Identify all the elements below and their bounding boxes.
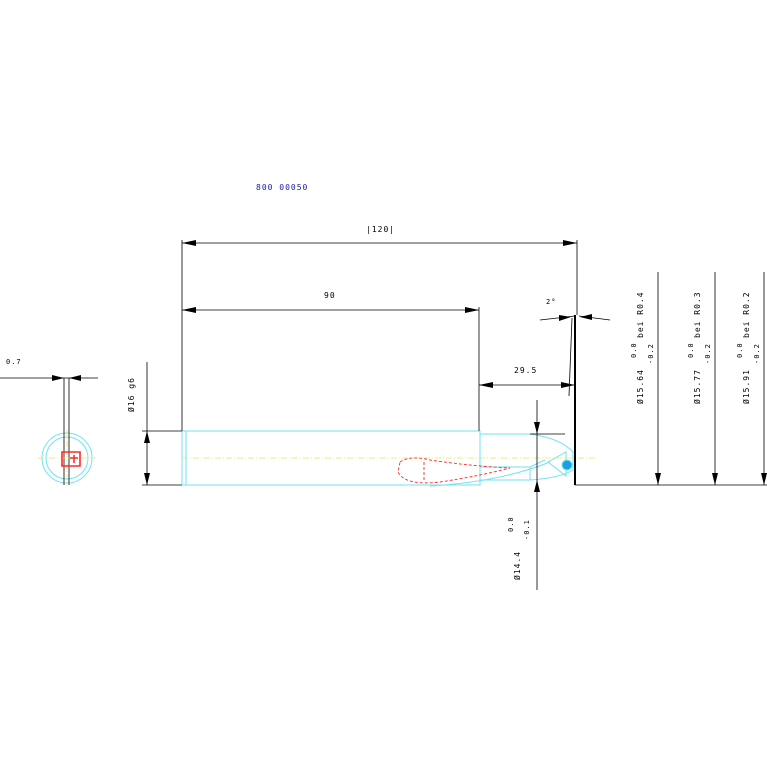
callout-tol-lower: -0.2 (753, 343, 761, 364)
callout-tol-lower: -0.2 (704, 343, 712, 364)
end-view-arrow-left (52, 375, 64, 381)
callout-tol-upper: 0.0 (687, 342, 695, 358)
shank-length-label: 90 (324, 291, 336, 300)
callout-note: bei R0.2 (742, 291, 751, 338)
callout-arrow (655, 473, 661, 485)
angle-leader-left (539, 315, 576, 321)
neck-dia-arrow-top (534, 422, 540, 434)
shank-length-arrow-right (465, 307, 479, 313)
overall-length-arrow-right (563, 240, 577, 246)
angle-arrow-right (580, 314, 592, 320)
callout-diameter: Ø15.64 (635, 369, 645, 404)
callout-note: bei R0.3 (693, 291, 702, 338)
callout-tol-lower: -0.2 (647, 343, 655, 364)
callout-tol-upper: 0.0 (736, 342, 744, 358)
end-view-arrow-right (69, 375, 81, 381)
neck-flute-curve (429, 461, 551, 487)
neck-diameter-label: Ø14.4 (512, 551, 522, 580)
radius-callout-1: Ø15.64 0.0 -0.2 bei R0.4 (630, 272, 661, 485)
callout-diameter: Ø15.77 (692, 369, 702, 404)
angle-ref-line (568, 317, 573, 397)
end-view: 0.7 (0, 358, 98, 486)
callout-diameter: Ø15.91 (741, 369, 751, 404)
ball-tip-icon (561, 459, 573, 471)
dimensions: |120| 90 29.5 2° Ø16 g6 Ø14.4 0.0 -0. (126, 225, 767, 590)
shank-dia-arrow-top (144, 431, 150, 443)
overall-length-label: |120| (366, 225, 395, 234)
callout-arrow (712, 473, 718, 485)
side-view (181, 315, 767, 487)
neck-tol-lower: -0.1 (523, 519, 531, 540)
tip-length-arrow-right (561, 382, 575, 388)
tip-length-arrow-left (479, 382, 493, 388)
overall-length-arrow-left (182, 240, 196, 246)
hidden-flute (397, 457, 511, 484)
end-view-hidden-cut (61, 451, 81, 467)
end-view-hidden-mark (70, 455, 78, 463)
neck-dia-arrow-bottom (534, 480, 540, 492)
radius-callout-2: Ø15.77 0.0 -0.2 bei R0.3 (687, 272, 718, 485)
tip-length-label: 29.5 (514, 366, 537, 375)
shank-length-arrow-left (182, 307, 196, 313)
callout-tol-upper: 0.0 (630, 342, 638, 358)
shank-dia-arrow-bottom (144, 473, 150, 485)
angle-arrow-left (559, 315, 571, 321)
neck-inner-curve (480, 459, 546, 480)
radius-callout-3: Ø15.91 0.0 -0.2 bei R0.2 (736, 272, 767, 485)
end-view-width-label: 0.7 (6, 358, 22, 366)
tip-angle-label: 2° (546, 298, 556, 306)
neck-tol-upper: 0.0 (507, 516, 515, 532)
shank-diameter-label: Ø16 g6 (126, 377, 136, 412)
callout-note: bei R0.4 (636, 291, 645, 338)
part-number: 800 00050 (256, 183, 308, 192)
neck-outline (479, 433, 574, 481)
callout-arrow (761, 473, 767, 485)
